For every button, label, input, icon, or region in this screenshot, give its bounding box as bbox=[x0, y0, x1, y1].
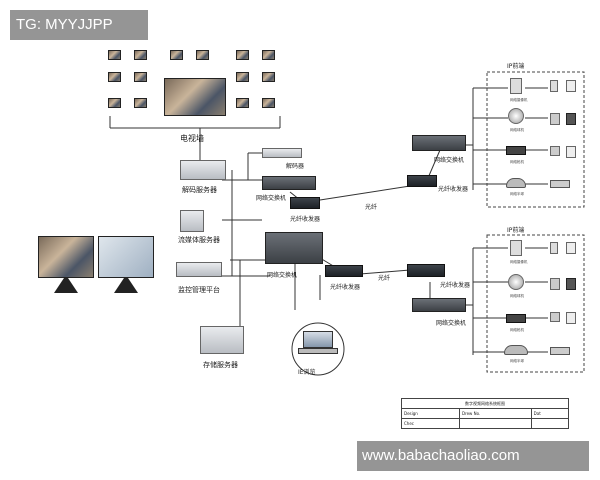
stream-server-icon bbox=[180, 210, 204, 232]
fiber-link-mid-label: 光纤 bbox=[378, 275, 391, 282]
decoder-label: 解码器 bbox=[286, 163, 305, 170]
device-icon bbox=[566, 80, 576, 92]
laptop-keyboard-icon bbox=[298, 348, 338, 354]
tv-wall-monitor bbox=[170, 50, 183, 60]
half-dome-camera-icon bbox=[506, 178, 526, 188]
ie-browse-label: IE浏览 bbox=[298, 369, 316, 376]
device-icon bbox=[566, 312, 576, 324]
device-icon bbox=[550, 180, 570, 188]
monitor-stands bbox=[54, 278, 138, 293]
storage-server-icon bbox=[200, 326, 244, 354]
title-block-empty bbox=[458, 418, 532, 429]
camera-label: 网络枪机 bbox=[510, 160, 524, 164]
core-switch-icon bbox=[265, 232, 323, 264]
half-dome-camera-icon bbox=[504, 345, 528, 355]
dome-camera-icon bbox=[508, 274, 524, 290]
fiber-top-icon bbox=[290, 197, 320, 209]
network-switch-top-icon bbox=[262, 176, 316, 190]
camera-icon bbox=[510, 240, 522, 256]
front-fiber-1-label: 光纤收发器 bbox=[438, 186, 469, 193]
camera-label: 网络半球 bbox=[510, 359, 524, 363]
camera-icon bbox=[510, 78, 522, 94]
switch-top-label: 网络交换机 bbox=[256, 195, 287, 202]
title-block-check: Chec bbox=[401, 418, 460, 429]
tv-wall-monitor bbox=[108, 50, 121, 60]
device-icon bbox=[566, 146, 576, 158]
fiber-mid-label: 光纤收发器 bbox=[330, 284, 361, 291]
fiber-top-label: 光纤收发器 bbox=[290, 216, 321, 223]
tv-wall-monitor bbox=[134, 50, 147, 60]
tv-wall-monitor bbox=[134, 72, 147, 82]
camera-label: 网络球机 bbox=[510, 294, 524, 298]
title-block-title: 数字视频网络系统框图 bbox=[401, 398, 569, 409]
dome-camera-icon bbox=[508, 108, 524, 124]
device-icon bbox=[550, 242, 558, 254]
front-fiber-2-icon bbox=[407, 264, 445, 277]
stream-server-label: 流媒体服务器 bbox=[178, 236, 220, 244]
title-block-date: Dat bbox=[530, 408, 570, 419]
front-fiber-1-icon bbox=[407, 175, 437, 187]
device-icon bbox=[550, 312, 560, 322]
tv-wall-monitor bbox=[236, 98, 249, 108]
storage-server-label: 存储服务器 bbox=[203, 361, 238, 369]
workstation-monitor-left bbox=[38, 236, 94, 278]
tv-wall-monitor bbox=[236, 50, 249, 60]
tv-wall-monitor bbox=[262, 98, 275, 108]
title-block-empty bbox=[530, 418, 570, 429]
decoder-icon bbox=[262, 148, 302, 158]
device-icon bbox=[566, 242, 576, 254]
front-switch-2-icon bbox=[412, 298, 466, 312]
tv-wall-monitor bbox=[196, 50, 209, 60]
title-block-design: Design bbox=[401, 408, 460, 419]
camera-label: 网络半球 bbox=[510, 192, 524, 196]
camera-label: 网络摄像机 bbox=[510, 98, 528, 102]
camera-label: 网络摄像机 bbox=[510, 260, 528, 264]
watermark-bottom: www.babachaoliao.com bbox=[357, 441, 589, 471]
fiber-link-top-label: 光纤 bbox=[365, 204, 378, 211]
watermark-top: TG: MYYJJPP bbox=[10, 10, 148, 40]
laptop-screen-icon bbox=[303, 331, 333, 348]
title-block-drawn: Drew No. bbox=[458, 408, 532, 419]
tv-wall-monitor bbox=[236, 72, 249, 82]
workstation-monitor-right bbox=[98, 236, 154, 278]
device-icon bbox=[550, 146, 560, 156]
device-icon bbox=[550, 347, 570, 355]
tv-wall-monitor bbox=[108, 72, 121, 82]
front-fiber-2-label: 光纤收发器 bbox=[440, 282, 471, 289]
front-switch-1-label: 网络交换机 bbox=[434, 157, 465, 164]
decode-server-label: 解码服务器 bbox=[182, 186, 217, 194]
tv-wall-monitor bbox=[262, 72, 275, 82]
tv-wall-label: 电视墙 bbox=[180, 134, 204, 143]
tv-wall-monitor bbox=[262, 50, 275, 60]
camera-label: 网络球机 bbox=[510, 128, 524, 132]
mgmt-platform-label: 监控管理平台 bbox=[178, 286, 220, 294]
core-switch-label: 网络交换机 bbox=[267, 272, 298, 279]
bullet-camera-icon bbox=[506, 314, 526, 323]
fiber-mid-icon bbox=[325, 265, 363, 277]
decode-server-icon bbox=[180, 160, 226, 180]
device-icon bbox=[550, 113, 560, 125]
mgmt-platform-icon bbox=[176, 262, 222, 277]
front-switch-1-icon bbox=[412, 135, 466, 151]
ip-front-1-label: IP前端 bbox=[507, 63, 525, 70]
tv-wall-monitor bbox=[108, 98, 121, 108]
camera-label: 网络枪机 bbox=[510, 328, 524, 332]
device-icon bbox=[550, 80, 558, 92]
tv-wall-monitor bbox=[134, 98, 147, 108]
device-icon bbox=[550, 278, 560, 290]
tv-wall-main-screen bbox=[164, 78, 226, 116]
bullet-camera-icon bbox=[506, 146, 526, 155]
device-icon bbox=[566, 113, 576, 125]
device-icon bbox=[566, 278, 576, 290]
ip-front-2-label: IP前端 bbox=[507, 227, 525, 234]
front-switch-2-label: 网络交换机 bbox=[436, 320, 467, 327]
title-block: 数字视频网络系统框图 Design Drew No. Dat Chec bbox=[401, 398, 570, 429]
